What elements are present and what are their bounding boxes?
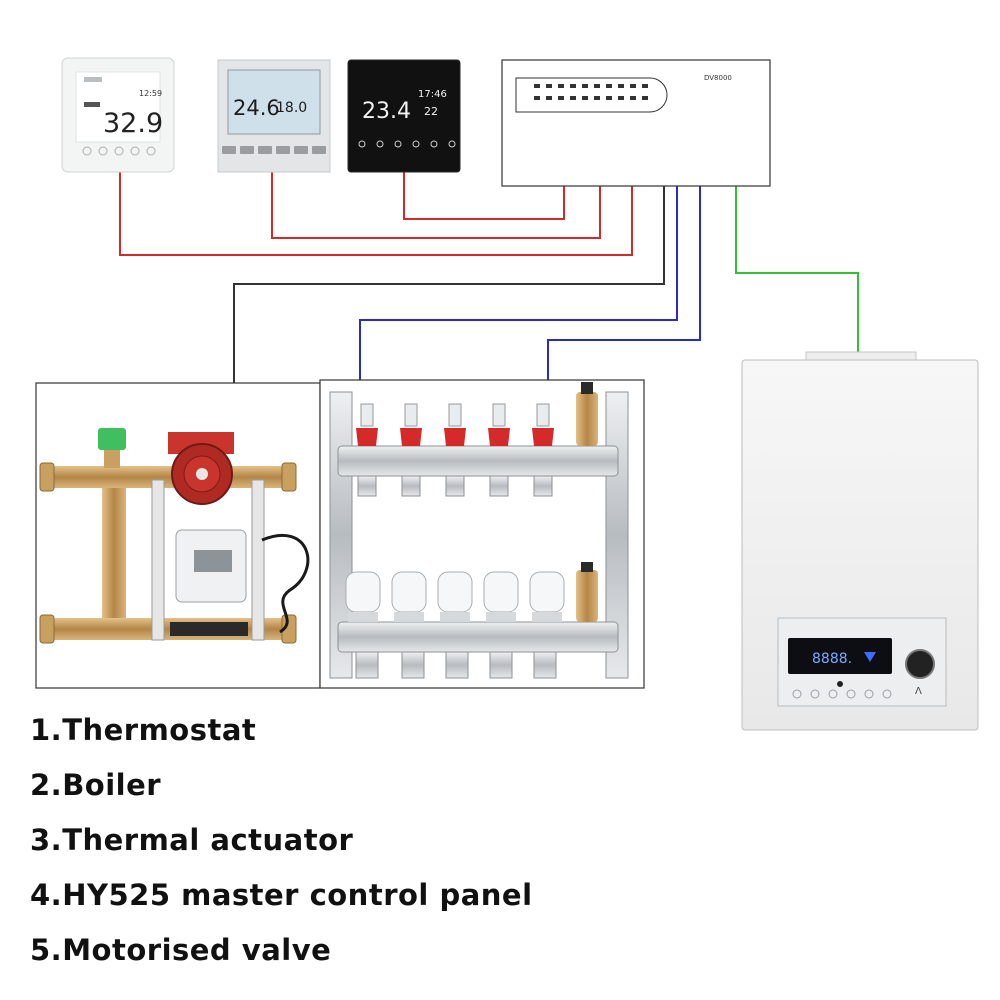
air-vent-top (576, 392, 598, 446)
brass-pipe-vertical (102, 466, 126, 638)
thermal-actuator (483, 571, 519, 622)
manifold-bottom-bar (337, 621, 619, 653)
green-valve-handle (98, 428, 126, 450)
manifold-top-bar (337, 445, 619, 477)
thermal-actuator (437, 571, 473, 622)
bottom-outlets (355, 651, 557, 679)
thermostat-wires (119, 172, 633, 256)
thermostat-3-buttons (358, 140, 456, 148)
thermostat-3: 23.4 17:46 22 (347, 59, 461, 173)
thermostat-1: 12:59 32.9 (61, 57, 175, 173)
thermostat-3-temperature: 23.4 (362, 99, 411, 124)
top-outlets (357, 475, 553, 497)
terminal-row (534, 84, 648, 100)
boiler-display-digits: 8888. (812, 651, 852, 667)
thermostat-2: 24.6 18.0 (217, 59, 331, 173)
boiler-knob[interactable] (905, 649, 935, 679)
thermostat-3-wire (403, 172, 565, 220)
boiler: 8888. Ʌ (741, 351, 979, 731)
thermostat-1-time: 12:59 (139, 89, 162, 98)
legend-item-thermal-actuator: 3.Thermal actuator (30, 823, 354, 857)
flow-meter (356, 403, 378, 446)
thermal-actuator (529, 571, 565, 622)
flow-meter (444, 403, 466, 446)
motorised-valve-group (35, 382, 321, 689)
thermostat-1-icon-bar (84, 77, 102, 82)
master-control-panel-brand: DV8000 (704, 74, 732, 82)
thermostat-2-buttons (222, 146, 326, 154)
legend-item-thermostat: 1.Thermostat (30, 713, 257, 747)
legend-item-motorised-valve: 5.Motorised valve (30, 933, 332, 967)
legend-item-boiler: 2.Boiler (30, 768, 162, 802)
master-control-panel: DV8000 (501, 59, 771, 187)
thermostat-2-wire (271, 172, 601, 239)
legend-list: 1.Thermostat 2.Boiler 3.Thermal actuator… (30, 708, 533, 983)
legend-item-master-control-panel: 4.HY525 master control panel (30, 878, 533, 912)
thermostat-3-set-temperature: 22 (424, 105, 438, 118)
flow-meter (532, 403, 554, 446)
thermostat-1-mode-icon (84, 102, 100, 107)
thermostat-1-wire (119, 172, 633, 256)
thermostat-2-temperature: 24.6 (233, 96, 280, 120)
boiler-wire (735, 186, 859, 356)
thermal-actuators (345, 571, 565, 622)
thermostat-1-buttons (82, 146, 156, 156)
thermal-actuator (391, 571, 427, 622)
boiler-knob-arrow: Ʌ (915, 686, 922, 697)
valve-wire (233, 186, 665, 410)
air-vent-bottom (576, 570, 598, 622)
thermal-actuator (345, 571, 381, 622)
manifold (319, 379, 645, 689)
thermostat-2-set-temperature: 18.0 (276, 100, 307, 116)
boiler-buttons[interactable] (792, 689, 892, 699)
thermostat-1-temperature: 32.9 (103, 108, 163, 139)
thermostat-3-time: 17:46 (418, 89, 447, 100)
flow-meter (400, 403, 422, 446)
flow-meters (356, 403, 554, 446)
power-cable (261, 533, 310, 634)
boiler-display (788, 638, 892, 674)
flow-meter (488, 403, 510, 446)
